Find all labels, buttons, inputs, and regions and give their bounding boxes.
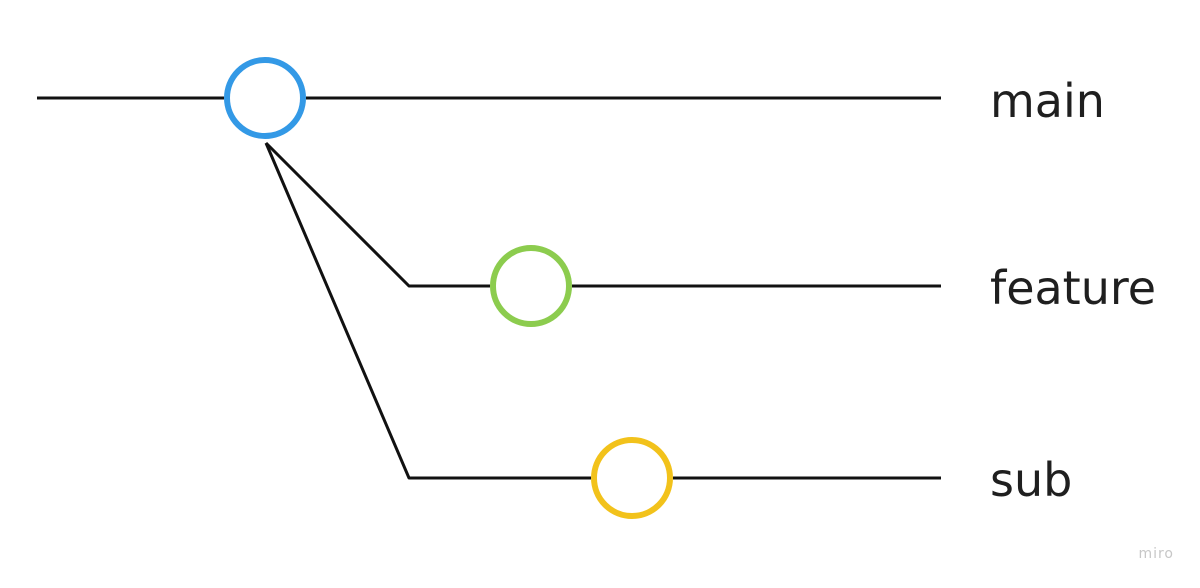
sub-commit-node [591, 437, 673, 519]
branch-label-sub: sub [990, 453, 1072, 507]
miro-watermark: miro [1138, 546, 1174, 562]
feature-commit-node [490, 245, 572, 327]
branch-label-main: main [990, 74, 1105, 128]
main-commit-node [224, 57, 306, 139]
branch-label-feature: feature [990, 261, 1156, 315]
feature-branch-connector [264, 141, 490, 288]
sub-branch-connector [264, 142, 591, 480]
